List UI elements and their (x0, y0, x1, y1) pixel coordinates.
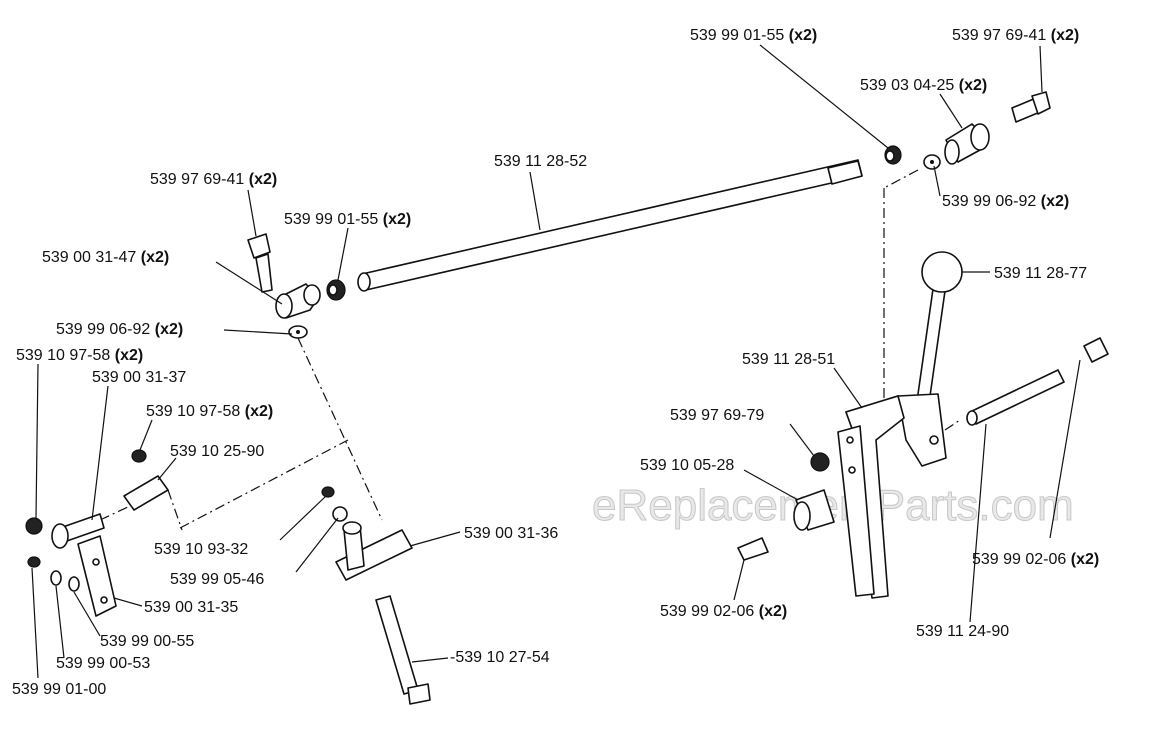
center-bracket (321, 486, 431, 705)
center-lines (99, 169, 961, 531)
upper-right-hardware (884, 91, 1051, 170)
label-539-00-31-36: 539 00 31-36 (464, 525, 558, 542)
label-539-11-28-51: 539 11 28-51 (742, 351, 835, 368)
label-539-99-05-46: 539 99 05-46 (170, 571, 264, 588)
watermark: eReplacementParts.com (592, 481, 1074, 530)
label-539-10-27-54: -539 10 27-54 (450, 649, 550, 666)
label-539-03-04-25: 539 03 04-25 (x2) (860, 77, 987, 94)
label-539-11-24-90: 539 11 24-90 (916, 623, 1009, 640)
nut-right (810, 452, 830, 472)
label-539-97-69-79: 539 97 69-79 (670, 407, 764, 424)
label-539-99-06-92-left: 539 99 06-92 (x2) (56, 321, 183, 338)
label-539-10-25-90: 539 10 25-90 (170, 443, 264, 460)
label-539-99-06-92-right: 539 99 06-92 (x2) (942, 193, 1069, 210)
label-539-99-00-55: 539 99 00-55 (100, 633, 194, 650)
label-539-00-31-47: 539 00 31-47 (x2) (42, 249, 169, 266)
left-linkage (25, 449, 169, 617)
label-539-10-97-58-b: 539 10 97-58 (x2) (146, 403, 273, 420)
callout-labels: 539 99 01-55 (x2) 539 97 69-41 (x2) 539 … (12, 27, 1099, 698)
right-rod (966, 337, 1109, 426)
pedal-bracket (837, 393, 947, 599)
label-539-10-97-58-a: 539 10 97-58 (x2) (16, 347, 143, 364)
bushing (793, 489, 835, 531)
label-539-99-01-00: 539 99 01-00 (12, 681, 106, 698)
label-539-99-02-06-right: 539 99 02-06 (x2) (972, 551, 1099, 568)
label-539-97-69-41-top: 539 97 69-41 (x2) (952, 27, 1079, 44)
label-539-99-02-06-lower: 539 99 02-06 (x2) (660, 603, 787, 620)
label-539-10-93-32: 539 10 93-32 (154, 541, 248, 558)
leader-lines (31, 44, 1081, 679)
long-rod (357, 159, 863, 292)
label-539-00-31-37: 539 00 31-37 (92, 369, 186, 386)
bolt-lower-right (737, 537, 769, 561)
label-539-99-01-55-left: 539 99 01-55 (x2) (284, 211, 411, 228)
label-539-11-28-52: 539 11 28-52 (494, 153, 587, 170)
upper-left-hardware (247, 233, 346, 339)
label-539-10-05-28: 539 10 05-28 (640, 457, 734, 474)
label-539-99-00-53: 539 99 00-53 (56, 655, 150, 672)
label-539-97-69-41-left: 539 97 69-41 (x2) (150, 171, 277, 188)
label-539-11-28-77: 539 11 28-77 (994, 265, 1087, 282)
label-539-00-31-35: 539 00 31-35 (144, 599, 238, 616)
label-539-99-01-55-top: 539 99 01-55 (x2) (690, 27, 817, 44)
